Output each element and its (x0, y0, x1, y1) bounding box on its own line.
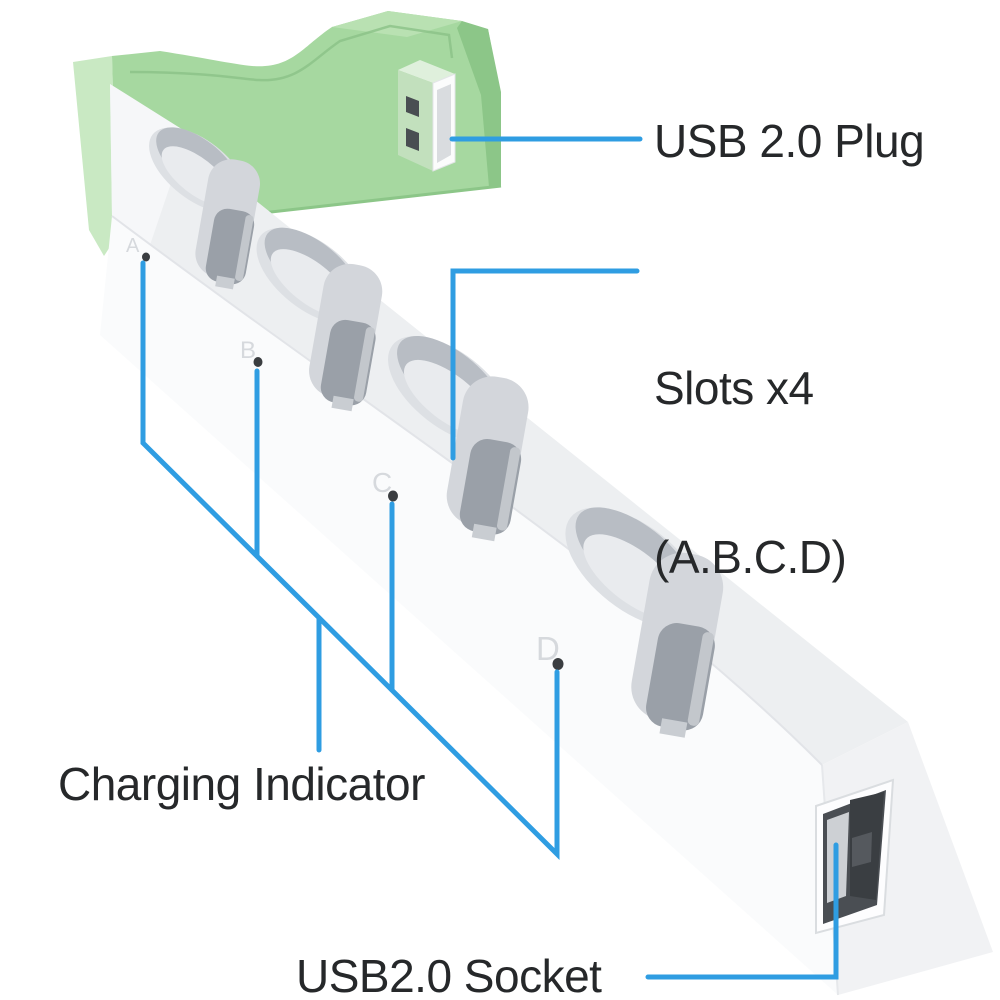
slots-label-line2: (A.B.C.D) (654, 530, 847, 583)
charging-indicator-leds (142, 252, 564, 670)
slot-letter-d: D (536, 630, 560, 667)
dock-groove (129, 24, 454, 82)
usb-socket-label: USB2.0 Socket (296, 950, 602, 1000)
charging-indicator-label: Charging Indicator (58, 758, 425, 810)
bar-left-end-face (110, 84, 188, 245)
usb-plug-label: USB 2.0 Plug (654, 115, 925, 167)
dock-block-top-edge (332, 11, 462, 37)
indicator-dot-b (253, 357, 263, 367)
indicator-dot-c (388, 490, 398, 502)
callout-line-slots (450, 268, 640, 461)
indicator-dot-d (552, 658, 564, 670)
dock-left-face (73, 56, 117, 256)
usb-plug-front-face (398, 70, 433, 171)
usb-plug (398, 60, 456, 172)
bar-front-face (100, 216, 838, 995)
indicator-dot-a (142, 252, 150, 262)
socket-contact-step (852, 832, 872, 867)
usb-plug-contact-hole-1 (406, 96, 419, 117)
usb-plug-metal-stripe (437, 84, 451, 163)
usb-plug-top-face (398, 60, 455, 83)
usb-socket (815, 778, 895, 935)
slots-label: Slots x4 (A.B.C.D) (654, 248, 847, 697)
callout-line-usb-socket (645, 842, 839, 980)
slot-letter-b: B (240, 337, 256, 364)
usb-plug-contact-hole-2 (406, 128, 419, 151)
slot-letter-c: C (372, 467, 392, 498)
callout-lines (140, 136, 839, 980)
slot-markings: A B C D (126, 235, 560, 667)
dock-right-face (457, 21, 501, 187)
slot-letter-a: A (126, 235, 140, 257)
dock-bottom-edge (261, 184, 502, 215)
callout-line-indicator-a-to-d (140, 260, 560, 861)
slots-label-line1: Slots x4 (654, 362, 814, 415)
